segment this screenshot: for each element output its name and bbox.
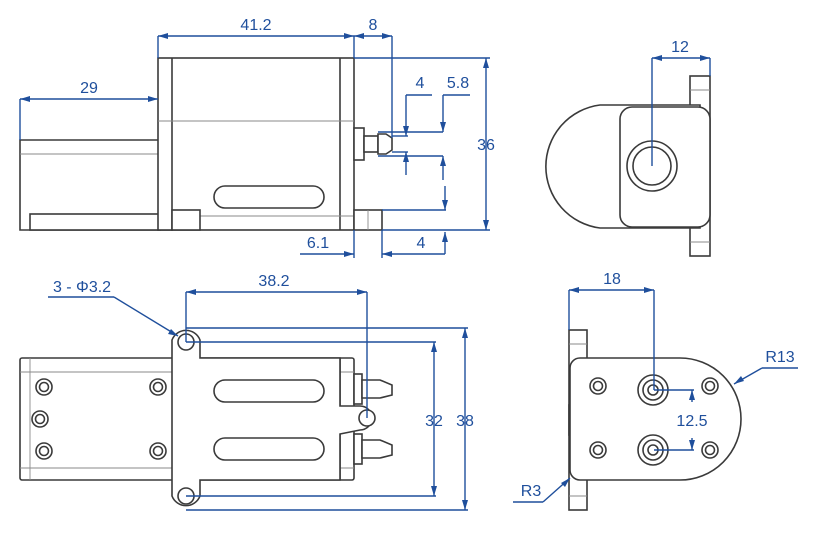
motor-base-rail [29, 213, 173, 231]
dim-motor-length: 29 [80, 80, 98, 97]
vent-slot [213, 185, 325, 209]
front-housing [569, 357, 742, 481]
top-slot-2 [213, 437, 325, 461]
dim-end-nozzle-offset: 12 [671, 39, 689, 56]
top-slot-1 [213, 379, 325, 403]
front-nozzle-2 [637, 434, 669, 466]
dim-nozzle-tip-a: 4 [416, 75, 425, 92]
dim-nozzle-pitch: 12.5 [676, 413, 707, 430]
dim-flange-offset: 6.1 [307, 235, 329, 252]
screw-holes [31, 378, 167, 460]
top-nozzle-base-1 [353, 373, 363, 405]
dim-nozzle-tip-b: 5.8 [447, 75, 469, 92]
side-view: 41.2 8 29 36 4 [19, 17, 495, 258]
front-view: 18 12.5 R13 R3 [513, 271, 798, 511]
dim-nozzle-length: 8 [369, 17, 378, 34]
top-nozzle-1 [361, 379, 393, 399]
top-nozzle-2 [361, 439, 393, 459]
dim-body-length: 41.2 [240, 17, 271, 34]
top-view: 3 - Φ3.2 38.2 32 38 [19, 273, 474, 511]
dim-flange-thickness: 4 [417, 235, 426, 252]
dim-hole-spacing-y-inner: 32 [425, 413, 443, 430]
dim-height: 36 [477, 137, 495, 154]
dim-corner-radius: R3 [521, 483, 542, 500]
top-nozzle-base-2 [353, 433, 363, 465]
dim-hole-spacing-y-outer: 38 [456, 413, 474, 430]
front-screw-holes [589, 377, 719, 459]
end-view: 12 [545, 39, 711, 257]
nozzle-tip [377, 133, 393, 155]
nozzle-base [353, 127, 365, 161]
dim-hole-spec: 3 - Φ3.2 [53, 279, 111, 296]
dim-hole-spacing-x: 38.2 [258, 273, 289, 290]
dim-outer-radius: R13 [765, 349, 794, 366]
dim-front-nozzle-offset: 18 [603, 271, 621, 288]
